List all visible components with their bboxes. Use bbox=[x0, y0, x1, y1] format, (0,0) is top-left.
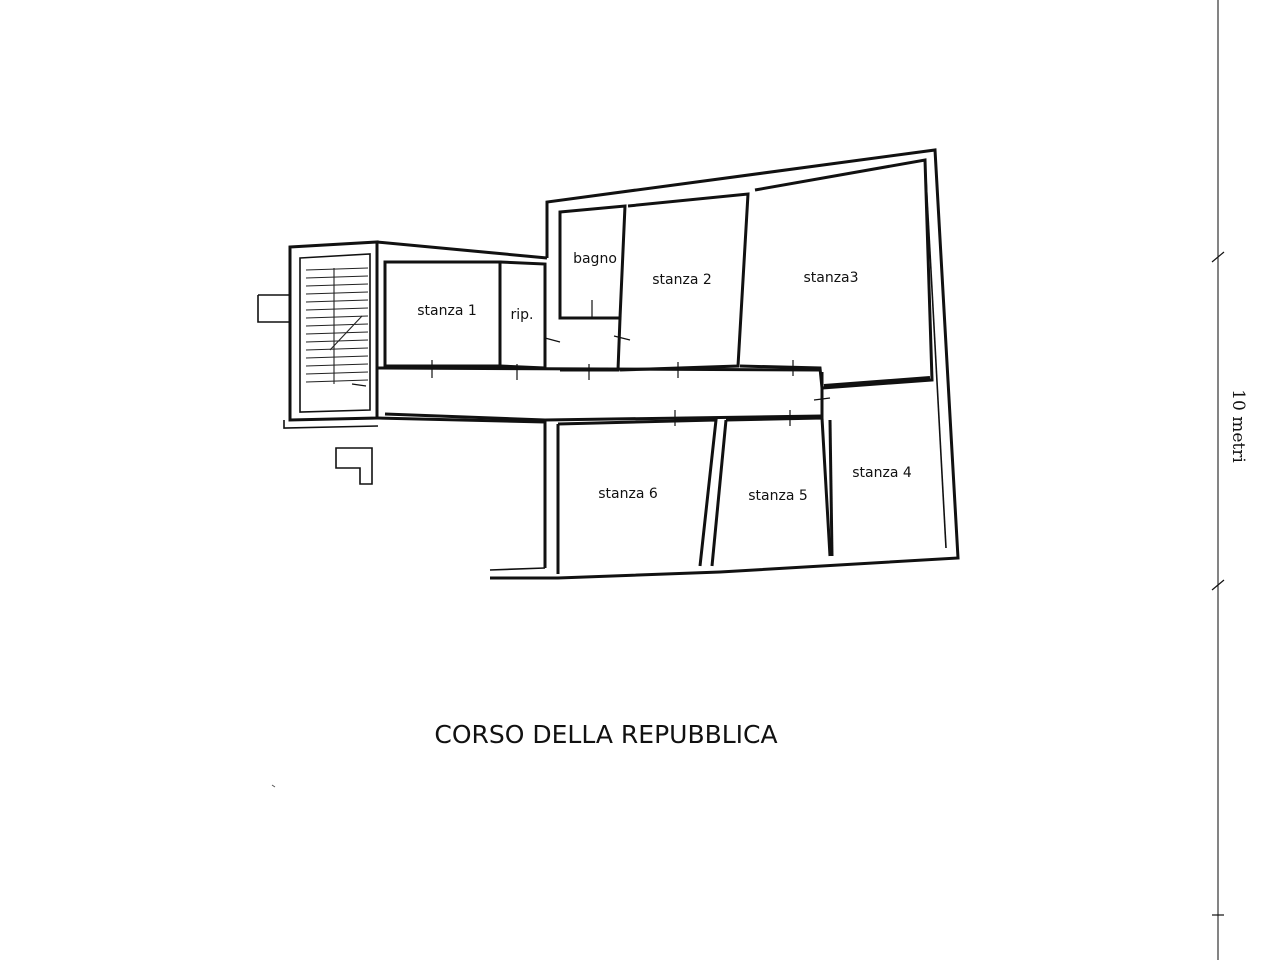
interior-walls bbox=[377, 158, 934, 574]
room-label-ripostiglio: rip. bbox=[511, 307, 534, 323]
street-label: CORSO DELLA REPUBBLICA bbox=[434, 720, 777, 749]
building-outline bbox=[376, 148, 960, 580]
stair-treads bbox=[305, 267, 369, 384]
staircase bbox=[257, 240, 379, 485]
room-label-stanza-5: stanza 5 bbox=[748, 488, 808, 504]
room-label-stanza-6: stanza 6 bbox=[598, 486, 658, 502]
scale-tick-top bbox=[1211, 251, 1225, 263]
room-label-stanza-1: stanza 1 bbox=[417, 303, 477, 319]
stray-mark bbox=[271, 784, 276, 788]
door-marks bbox=[351, 300, 831, 426]
room-label-bagno: bagno bbox=[573, 251, 617, 267]
room-labels: stanza 1 rip. bagno stanza 2 stanza3 sta… bbox=[417, 251, 912, 504]
room-label-stanza-4: stanza 4 bbox=[852, 465, 912, 481]
scale-bar: 10 metri bbox=[1211, 0, 1248, 960]
room-label-stanza-3: stanza3 bbox=[803, 270, 858, 286]
room-label-stanza-2: stanza 2 bbox=[652, 272, 712, 288]
scale-tick-middle bbox=[1211, 579, 1225, 591]
scale-label: 10 metri bbox=[1228, 389, 1248, 463]
